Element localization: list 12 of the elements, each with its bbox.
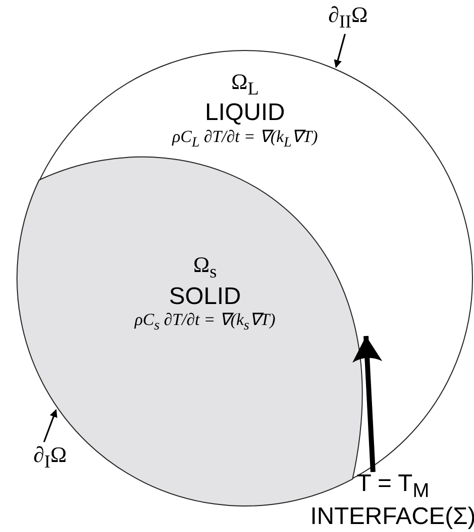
boundary-label: ∂$_{II}$Ω <box>328 2 368 32</box>
leader-arrow <box>334 34 346 68</box>
leader-arrow <box>43 409 58 442</box>
equation: ρC$_{L}$ ∂T/∂t = ∇(k$_{L}$∇T) <box>172 126 318 150</box>
region-label: SOLID <box>168 282 242 310</box>
boundary-label: T = T$_{M}$ <box>356 470 430 503</box>
region-label: LIQUID <box>204 99 285 127</box>
domain-symbol: Ω$_{L}$ <box>231 68 259 100</box>
boundary-label: INTERFACE(Σ) <box>310 502 474 530</box>
boundary-label: ∂$_{I}$Ω <box>33 442 67 472</box>
domain-symbol: Ω$_{s}$ <box>193 252 217 283</box>
equation: ρC$_{s}$ ∂T/∂t = ∇(k$_{s}$∇T) <box>134 310 276 334</box>
